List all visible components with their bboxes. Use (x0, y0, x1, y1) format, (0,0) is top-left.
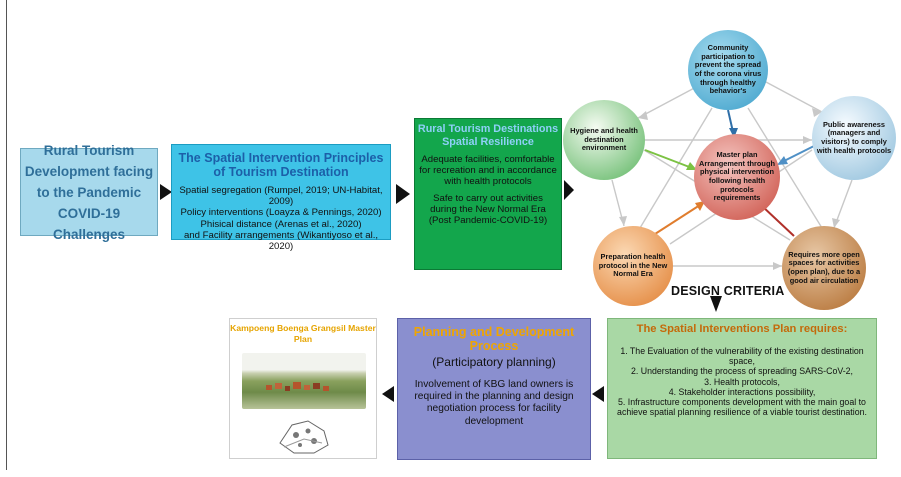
circle-open-spaces: Requires more open spaces for activities… (782, 226, 866, 310)
arrow-box1-box2 (160, 184, 172, 200)
plan-item: 4. Stakeholder interactions possibility, (668, 386, 816, 397)
link-top-bottomleft (639, 107, 713, 229)
link-top-left (637, 84, 701, 119)
plan-item: 2. Understanding the process of spreadin… (630, 366, 853, 377)
link-arrowhead (832, 218, 840, 228)
circle-label: Public awareness (managers and visitors)… (816, 119, 892, 155)
aerial-view-image (242, 353, 366, 409)
arrow-criteria-box4 (710, 296, 722, 312)
spatial-principles-title: The Spatial Intervention Principles of T… (178, 151, 384, 179)
link-arrowhead (619, 216, 627, 226)
design-criteria-label: DESIGN CRITERIA (671, 284, 785, 298)
rural-tourism-text: Rural Tourism Development facing to the … (24, 142, 154, 242)
plan-item: 3. Health protocols, (704, 376, 780, 387)
circle-label: Preparation health protocol in the New N… (598, 252, 668, 279)
resilience-paragraph-2: Safe to carry out activities during the … (428, 193, 548, 226)
planning-process-box: Planning and Development Process (Partic… (397, 318, 591, 460)
arrow-box2-box3 (396, 184, 410, 204)
arrow-top-center (729, 128, 738, 138)
arrow-right-center (777, 156, 788, 165)
left-border-line (6, 0, 7, 470)
arrow-box3-criteria (564, 180, 574, 200)
village-buildings-graphic (266, 382, 329, 391)
master-plan-title: Kampoeng Boenga Grangsil Master Plan (230, 323, 376, 344)
circle-preparation-protocol: Preparation health protocol in the New N… (593, 226, 673, 306)
principle-item: Spatial segregation (Rumpel, 2019; UN-Ha… (179, 185, 383, 208)
circle-label: Hygiene and health destination environme… (570, 126, 638, 153)
planning-process-subtitle: (Participatory planning) (432, 355, 556, 369)
circle-master-plan: Master plan Arrangement through physical… (694, 134, 780, 220)
principle-item: and Facility arrangements (Wikantiyoso e… (183, 229, 379, 253)
principle-item: Phisical distance (Arenas et al., 2020) (200, 218, 362, 230)
arrow-box4-box5 (592, 386, 604, 402)
circle-label: Requires more open spaces for activities… (787, 249, 861, 285)
interventions-plan-title: The Spatial Interventions Plan requires: (636, 323, 848, 335)
plan-item: 5. Infrastructure components development… (617, 397, 867, 418)
master-plan-box: Kampoeng Boenga Grangsil Master Plan (229, 318, 377, 459)
link-arrowhead (638, 111, 648, 120)
link-arrowhead (773, 262, 782, 270)
principle-item: Policy interventions (Loayza & Pennings,… (180, 207, 382, 219)
arrow-box5-box6 (382, 386, 394, 402)
planning-process-text: Involvement of KBG land owners is requir… (414, 379, 574, 427)
spatial-principles-box: The Spatial Intervention Principles of T… (171, 144, 391, 252)
plan-item: 1. The Evaluation of the vulnerability o… (620, 346, 864, 367)
link-top-right (765, 81, 823, 113)
spatial-resilience-title: Rural Tourism Destinations Spatial Resil… (417, 123, 559, 148)
spatial-resilience-box: Rural Tourism Destinations Spatial Resil… (414, 118, 562, 270)
resilience-paragraph-1: Adequate facilities, comfortable for rec… (419, 154, 557, 187)
circle-label: Master plan Arrangement through physical… (699, 150, 775, 203)
spatial-interventions-plan-box: The Spatial Interventions Plan requires:… (607, 318, 877, 459)
site-plan-graphic (279, 420, 329, 454)
link-arrowhead (803, 136, 812, 144)
circle-community-participation: Community participation to prevent the s… (688, 30, 768, 110)
circle-hygiene: Hygiene and health destination environme… (563, 100, 645, 180)
link-arrowhead (812, 108, 822, 117)
circle-public-awareness: Public awareness (managers and visitors)… (812, 96, 896, 180)
rural-tourism-box: Rural Tourism Development facing to the … (20, 143, 158, 242)
circle-label: Community participation to prevent the s… (694, 43, 762, 96)
planning-process-title: Planning and Development Process (413, 325, 575, 353)
